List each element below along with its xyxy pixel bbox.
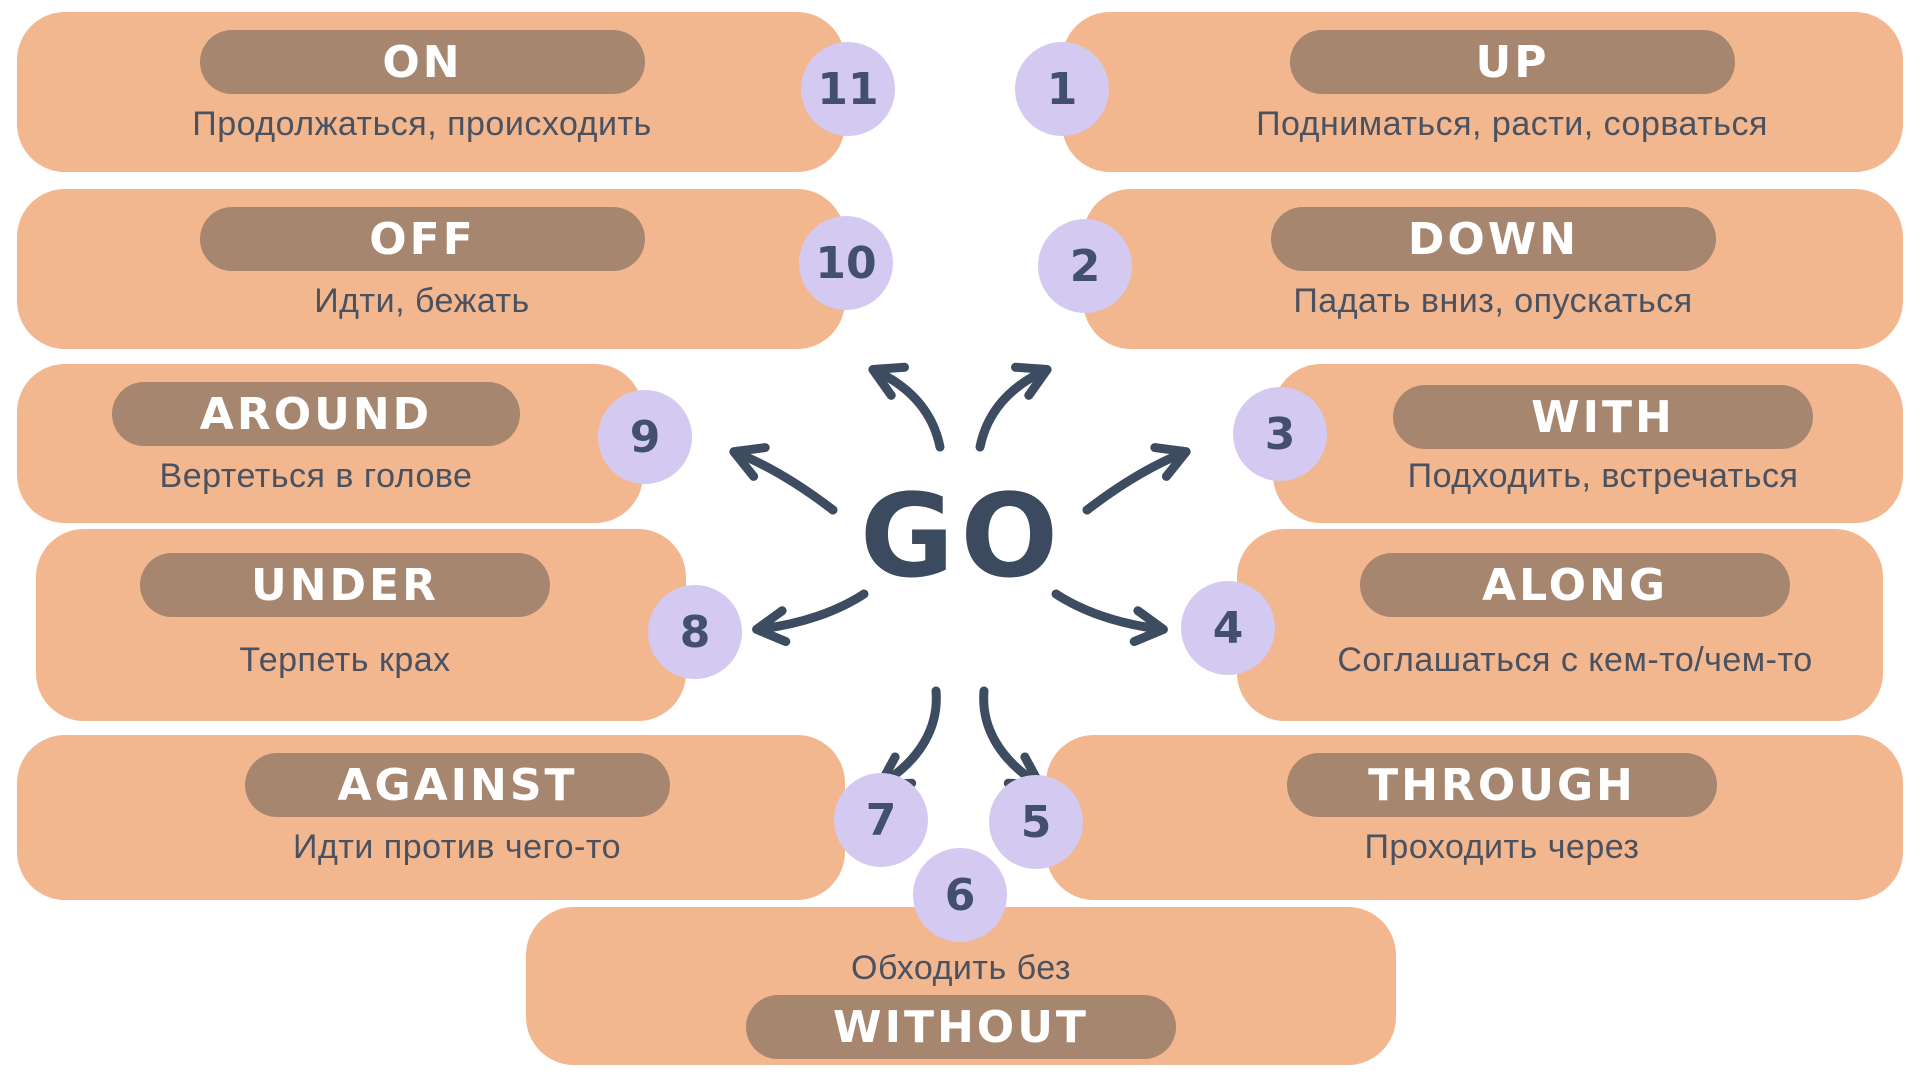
- number-badge-1: 1: [1015, 42, 1109, 136]
- arrow-up-right: [975, 362, 1052, 452]
- arrow-bottom-right: [979, 686, 1045, 790]
- translation-through: Проходить через: [1364, 828, 1640, 866]
- card-around: AROUND Вертеться в голове: [17, 364, 643, 523]
- number-label-1: 1: [1046, 63, 1078, 115]
- preposition-label-around: AROUND: [199, 388, 433, 440]
- translation-around: Вертеться в голове: [159, 457, 473, 495]
- number-label-9: 9: [629, 411, 661, 463]
- card-through: THROUGH Проходить через: [1046, 735, 1903, 900]
- arrow-down-right: [1051, 589, 1168, 647]
- number-badge-9: 9: [598, 390, 692, 484]
- arrow-down-left: [752, 589, 869, 647]
- number-badge-8: 8: [648, 585, 742, 679]
- number-label-7: 7: [865, 794, 897, 846]
- number-badge-3: 3: [1233, 387, 1327, 481]
- card-along: ALONG Соглашаться с кем-то/чем-то: [1237, 529, 1883, 721]
- preposition-pill-down: DOWN: [1271, 207, 1716, 271]
- arrow-up-left: [868, 362, 945, 452]
- preposition-pill-along: ALONG: [1360, 553, 1790, 617]
- preposition-pill-against: AGAINST: [245, 753, 670, 817]
- preposition-pill-without: WITHOUT: [746, 995, 1176, 1059]
- number-label-2: 2: [1069, 240, 1101, 292]
- preposition-pill-on: ON: [200, 30, 645, 94]
- number-label-6: 6: [944, 869, 976, 921]
- preposition-label-along: ALONG: [1482, 559, 1668, 611]
- translation-off: Идти, бежать: [314, 282, 530, 320]
- card-against: AGAINST Идти против чего-то: [17, 735, 845, 900]
- preposition-pill-off: OFF: [200, 207, 645, 271]
- translation-up: Подниматься, расти, сорваться: [1256, 105, 1768, 143]
- number-label-8: 8: [679, 606, 711, 658]
- preposition-label-off: OFF: [369, 213, 476, 265]
- arrow-right: [1082, 443, 1191, 515]
- card-with: WITH Подходить, встречаться: [1273, 364, 1903, 523]
- preposition-label-against: AGAINST: [337, 759, 578, 811]
- preposition-label-on: ON: [382, 36, 463, 88]
- number-label-5: 5: [1020, 796, 1052, 848]
- translation-under: Терпеть крах: [239, 641, 451, 679]
- number-badge-2: 2: [1038, 219, 1132, 313]
- number-badge-11: 11: [801, 42, 895, 136]
- translation-against: Идти против чего-то: [293, 828, 621, 866]
- number-badge-4: 4: [1181, 581, 1275, 675]
- number-badge-10: 10: [799, 216, 893, 310]
- preposition-pill-under: UNDER: [140, 553, 550, 617]
- preposition-pill-around: AROUND: [112, 382, 520, 446]
- preposition-pill-through: THROUGH: [1287, 753, 1717, 817]
- preposition-label-without: WITHOUT: [833, 1001, 1089, 1053]
- preposition-label-with: WITH: [1531, 391, 1675, 443]
- card-up: UP Подниматься, расти, сорваться: [1062, 12, 1903, 172]
- translation-down: Падать вниз, опускаться: [1293, 282, 1693, 320]
- card-down: DOWN Падать вниз, опускаться: [1083, 189, 1903, 349]
- number-badge-7: 7: [834, 773, 928, 867]
- center-verb: GO: [859, 470, 1065, 604]
- arrow-bottom-left: [875, 686, 941, 790]
- card-on: ON Продолжаться, происходить: [17, 12, 845, 172]
- preposition-pill-with: WITH: [1393, 385, 1813, 449]
- number-label-11: 11: [817, 63, 879, 115]
- arrow-left: [729, 443, 838, 515]
- preposition-pill-up: UP: [1290, 30, 1735, 94]
- translation-on: Продолжаться, происходить: [192, 105, 652, 143]
- translation-without: Обходить без: [851, 949, 1071, 987]
- preposition-label-under: UNDER: [250, 559, 439, 611]
- number-label-3: 3: [1264, 408, 1296, 460]
- preposition-label-through: THROUGH: [1368, 759, 1636, 811]
- number-badge-5: 5: [989, 775, 1083, 869]
- preposition-label-down: DOWN: [1407, 213, 1580, 265]
- number-label-10: 10: [815, 237, 877, 289]
- card-off: OFF Идти, бежать: [17, 189, 845, 349]
- preposition-label-up: UP: [1475, 36, 1550, 88]
- number-badge-6: 6: [913, 848, 1007, 942]
- card-under: UNDER Терпеть крах: [36, 529, 686, 721]
- number-label-4: 4: [1212, 602, 1244, 654]
- translation-with: Подходить, встречаться: [1407, 457, 1799, 495]
- translation-along: Соглашаться с кем-то/чем-то: [1337, 641, 1813, 679]
